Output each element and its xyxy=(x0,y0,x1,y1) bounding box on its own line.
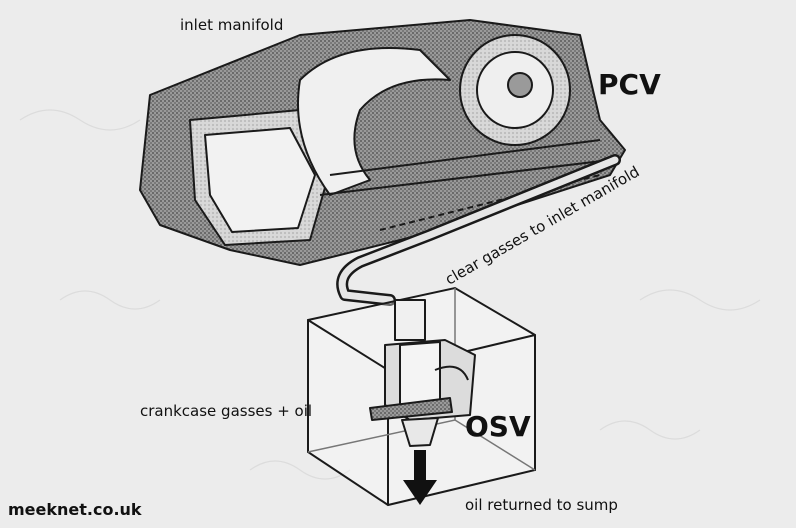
oil-returned-label: oil returned to sump xyxy=(465,496,618,514)
breather-pipe xyxy=(336,154,621,306)
site-watermark[interactable]: meeknet.co.uk xyxy=(8,500,142,519)
osv-valve xyxy=(369,299,476,447)
crankcase-gasses-label: crankcase gasses + oil xyxy=(140,402,313,420)
down-arrow-icon xyxy=(403,450,437,505)
pcv-label: PCV xyxy=(598,68,661,101)
background-texture xyxy=(19,109,761,480)
inlet-manifold-label: inlet manifold xyxy=(180,16,284,34)
osv-label: OSV xyxy=(465,410,531,443)
